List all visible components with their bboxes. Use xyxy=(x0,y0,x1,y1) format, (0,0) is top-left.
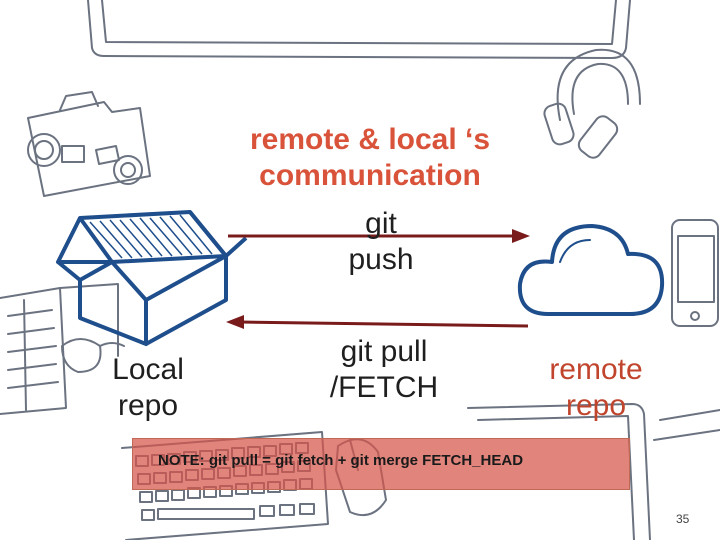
remote-repo-label: remote repo xyxy=(549,353,643,422)
note-box xyxy=(132,438,630,490)
push-label: git push xyxy=(348,207,414,276)
box-icon xyxy=(56,210,248,346)
camera-sketch xyxy=(27,91,151,197)
tablet-sketch xyxy=(467,403,720,540)
monitor-sketch xyxy=(87,0,631,59)
local-repo-label: Local repo xyxy=(112,353,184,422)
note-text: NOTE: git pull = git fetch + git merge F… xyxy=(158,452,524,469)
page-number: 35 xyxy=(676,512,690,526)
pull-label: git pull /FETCH xyxy=(329,335,439,404)
pull-arrow xyxy=(226,315,529,329)
push-arrow xyxy=(228,229,530,243)
phone-sketch xyxy=(671,219,719,327)
headphones-sketch xyxy=(543,48,641,159)
cloud-icon xyxy=(517,224,665,316)
slide-title: remote & local ‘s communication xyxy=(249,123,491,192)
glasses-sketch xyxy=(61,338,125,373)
